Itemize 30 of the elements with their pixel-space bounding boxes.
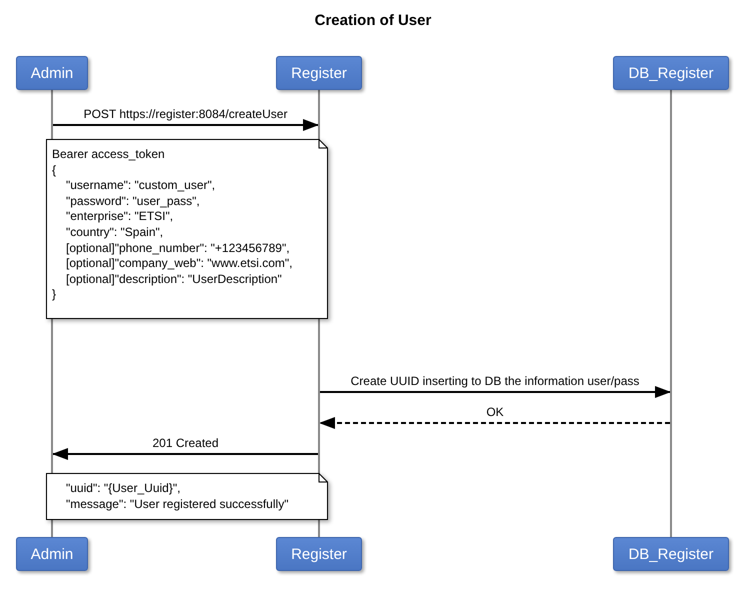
note-text: [optional]"description": "UserDescription"	[65, 272, 283, 288]
message-arrow	[320, 386, 671, 398]
message-arrow	[319, 417, 670, 429]
message-arrow	[52, 448, 318, 460]
participant-box: Admin	[16, 56, 88, 90]
note-text: [optional]"company_web": "www.etsi.com",	[65, 256, 294, 272]
note-text: Bearer access_token	[52, 147, 166, 163]
participant-box: Admin	[16, 537, 88, 571]
note-text: "message": "User registered successfully"	[65, 496, 290, 512]
lifeline	[51, 90, 53, 537]
message-arrow	[53, 119, 319, 131]
edge-label: POST https://register:8084/createUser	[82, 107, 290, 121]
note-text: "enterprise": "ETSI",	[65, 209, 174, 225]
note-text: "password": "user_pass",	[65, 194, 201, 210]
participant-box: Register	[276, 537, 362, 571]
lifeline	[318, 90, 320, 537]
note-text: }	[52, 287, 58, 303]
note-text: "uuid": "{User_Uuid}",	[65, 481, 182, 497]
diagram-title: Creation of User	[314, 12, 432, 29]
participant-box: Register	[276, 56, 362, 90]
lifeline	[670, 90, 672, 537]
note-text: "country": "Spain",	[65, 224, 164, 241]
edge-label: OK	[484, 405, 506, 419]
participant-box: DB_Register	[613, 56, 729, 90]
note-text: "username": "custom_user",	[65, 178, 216, 194]
edge-label: Create UUID inserting to DB the information user/pass	[348, 374, 642, 388]
participant-box: DB_Register	[613, 537, 729, 571]
note-text: [optional]"phone_number": "+123456789",	[65, 240, 291, 256]
note-text: {	[52, 162, 58, 178]
edge-label: 201 Created	[150, 436, 221, 450]
